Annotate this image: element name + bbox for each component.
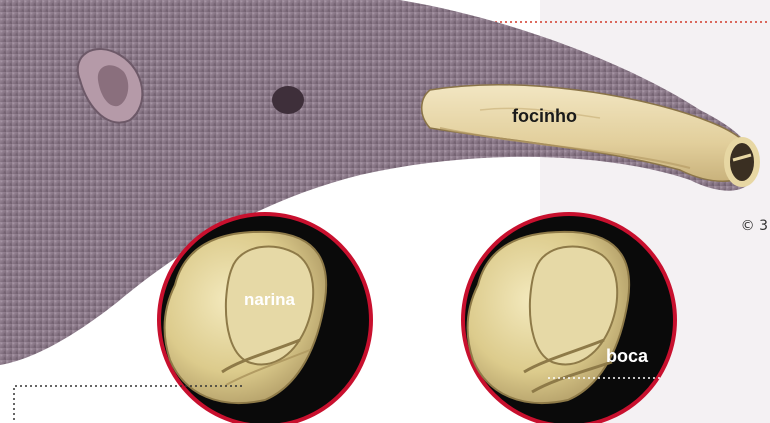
label-boca: boca: [606, 346, 649, 366]
label-narina: narina: [244, 290, 296, 309]
label-focinho: focinho: [512, 106, 577, 126]
inset-nostril: narina: [159, 214, 371, 423]
inset-mouth: boca: [463, 214, 675, 423]
copyright-mark: © 3: [741, 218, 768, 234]
eye: [272, 86, 304, 114]
snout-tip: [727, 140, 757, 184]
